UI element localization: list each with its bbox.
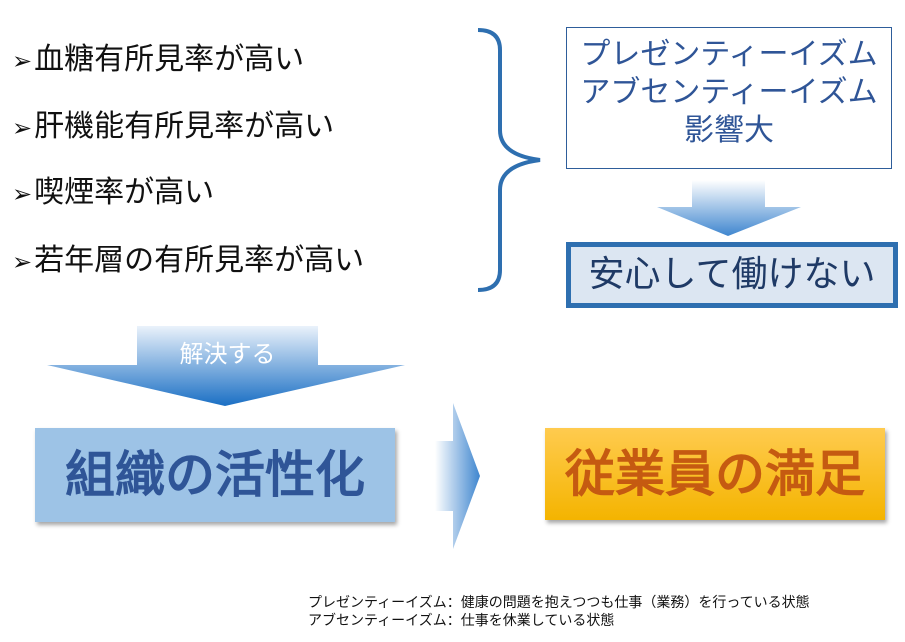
issue-text: 血糖有所見率が高い — [34, 42, 305, 77]
issue-text: 若年層の有所見率が高い — [34, 243, 365, 278]
issue-item: ➢若年層の有所見率が高い — [12, 243, 364, 280]
impact-label: 影響大 — [684, 113, 774, 148]
right-brace-icon — [477, 28, 541, 292]
absenteeism-label: アブセンティーイズム — [580, 75, 878, 110]
employee-satisfaction-box: 従業員の満足 — [545, 428, 885, 520]
issue-item: ➢喫煙率が高い — [12, 175, 214, 212]
cannot-work-safely-box: 安心して働けない — [566, 242, 898, 308]
footnote-presenteeism: プレゼンティーイズム：健康の問題を抱えつつも仕事（業務）を行っている状態 — [308, 595, 810, 611]
arrow-bullet-icon: ➢ — [12, 114, 33, 142]
issue-item: ➢肝機能有所見率が高い — [12, 109, 334, 146]
impact-box: プレゼンティーイズム アブセンティーイズム 影響大 — [566, 27, 892, 169]
issue-text: 喫煙率が高い — [34, 175, 215, 210]
issue-text: 肝機能有所見率が高い — [34, 109, 335, 144]
arrow-bullet-icon: ➢ — [12, 47, 33, 75]
arrow-bullet-icon: ➢ — [12, 180, 33, 208]
solve-label: 解決する — [179, 340, 276, 368]
footnote-absenteeism: アブセンティーイズム：仕事を休業している状態 — [308, 613, 615, 629]
right-arrow-icon — [435, 403, 480, 549]
down-arrow-icon — [657, 180, 801, 236]
org-activation-box: 組織の活性化 — [35, 428, 395, 522]
solve-arrow-icon — [47, 326, 405, 406]
arrow-bullet-icon: ➢ — [12, 248, 33, 276]
presenteeism-label: プレゼンティーイズム — [580, 37, 878, 72]
issue-item: ➢血糖有所見率が高い — [12, 42, 304, 79]
